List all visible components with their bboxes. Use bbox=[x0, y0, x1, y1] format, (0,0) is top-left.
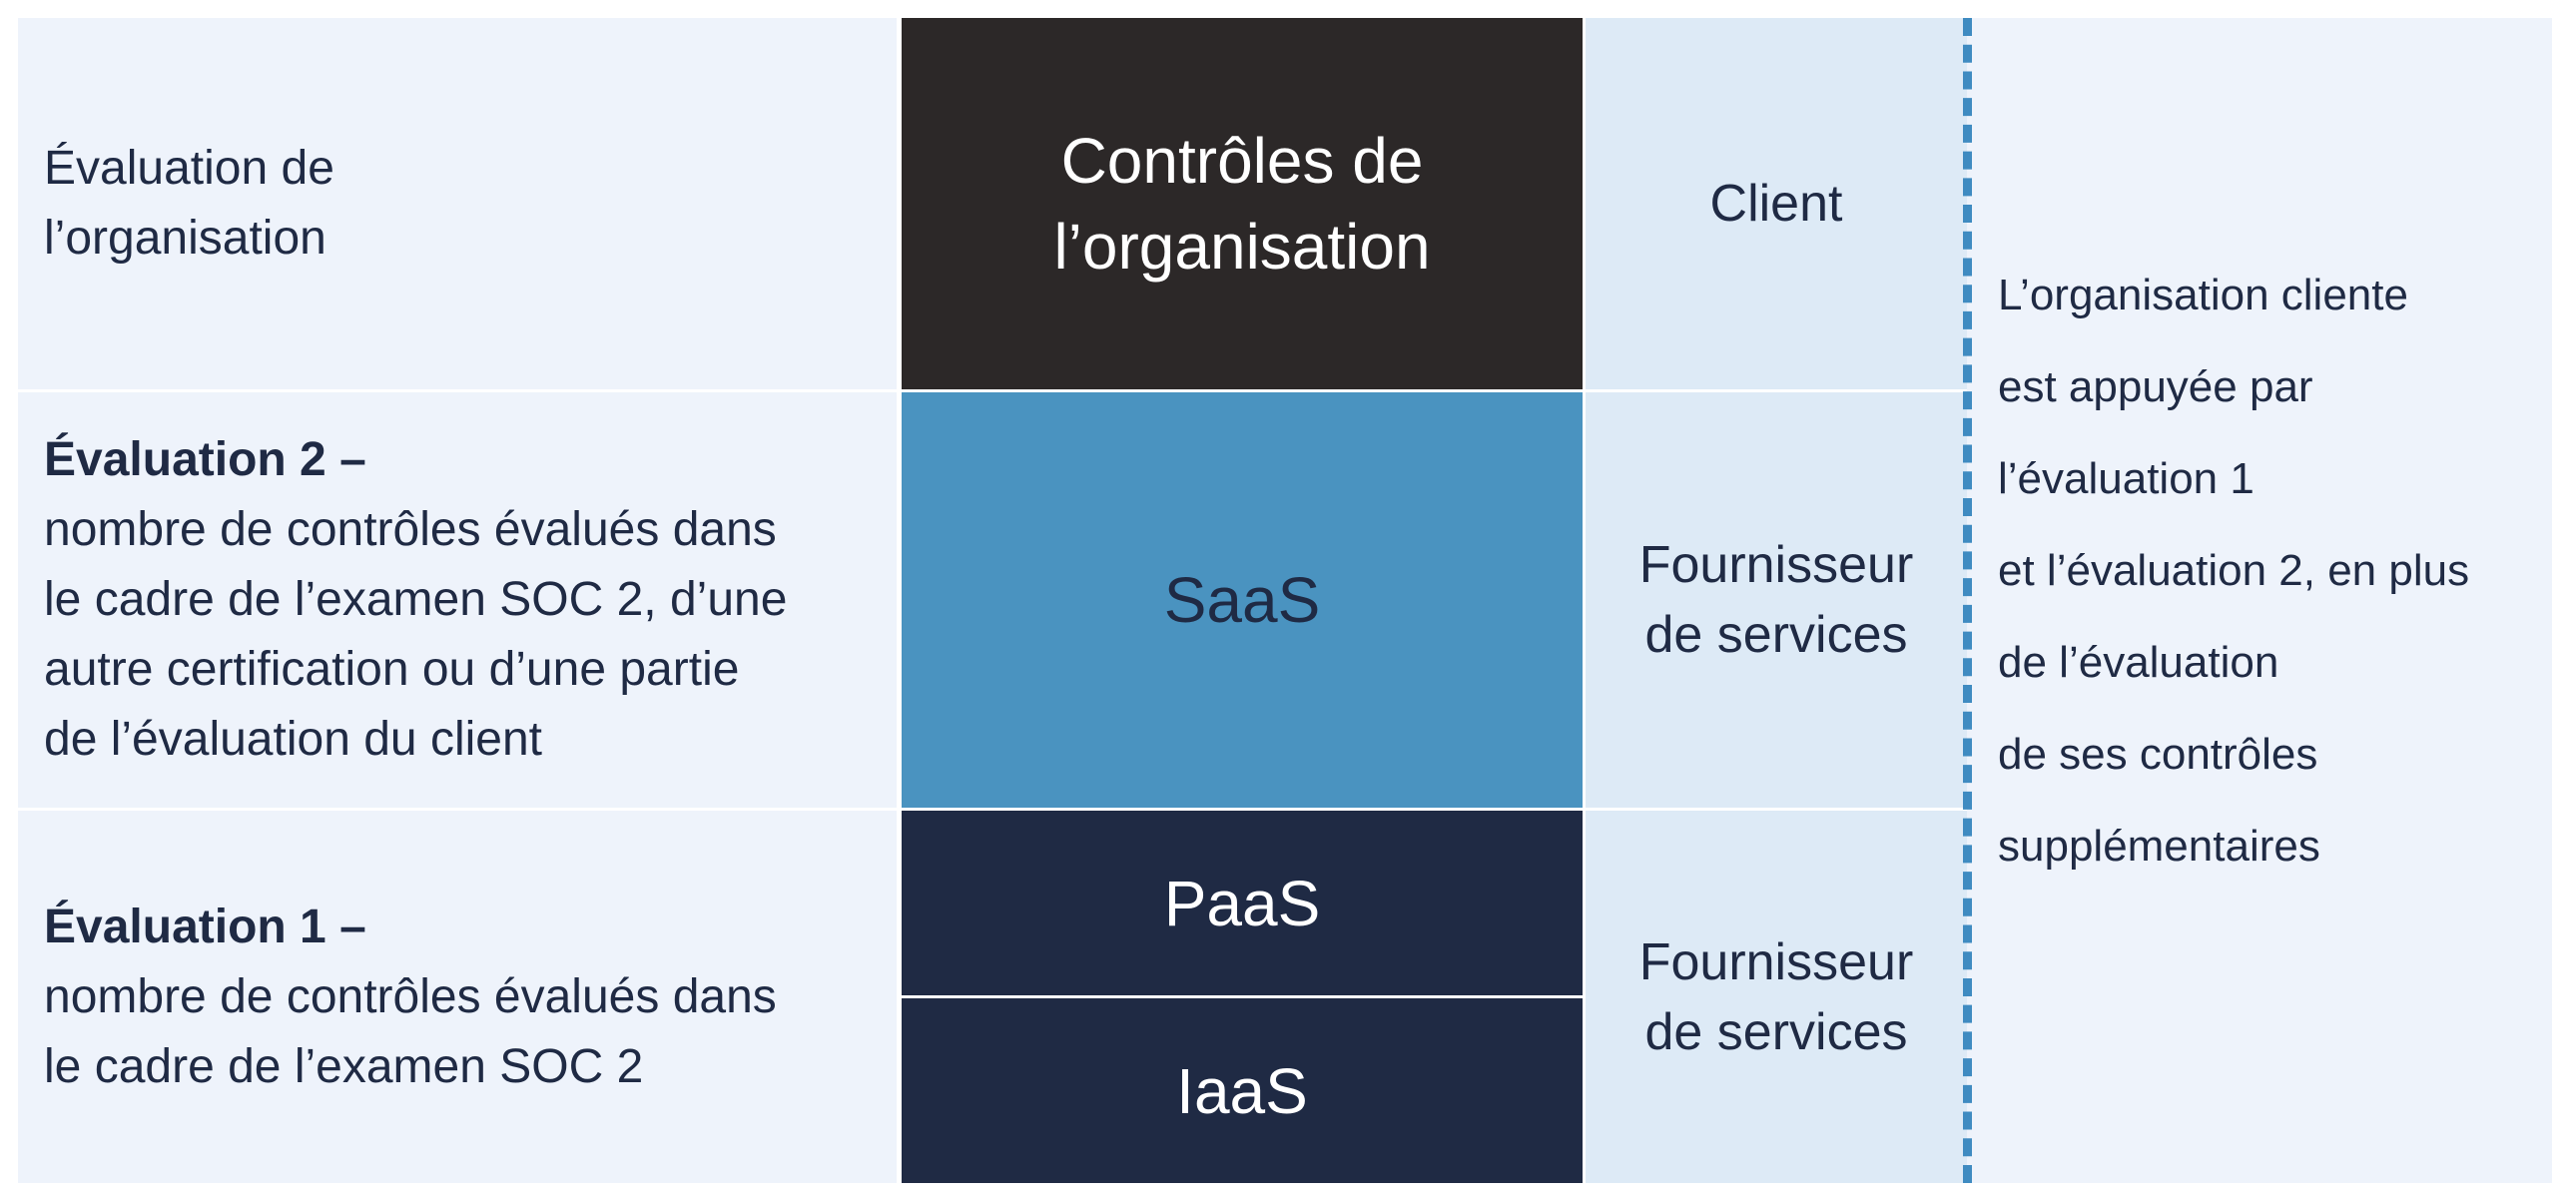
layer-iaas-label: IaaS bbox=[1176, 1054, 1308, 1127]
layer-iaas: IaaS bbox=[902, 998, 1583, 1183]
note-text: L’organisation cliente est appuyée par l… bbox=[1998, 250, 2557, 893]
responsibility-client-label: Client bbox=[1709, 175, 1843, 233]
responsibility-service-provider-infra-label: Fournisseur de services bbox=[1638, 932, 1914, 1061]
responsibility-service-provider-infra: Fournisseur de services bbox=[1586, 811, 1967, 1183]
note-line: de l’évaluation bbox=[1998, 638, 2279, 687]
row-evaluation-1-text: nombre de contrôles évalués dans le cadr… bbox=[44, 969, 777, 1093]
row-evaluation-1-title: Évaluation 1 – bbox=[44, 900, 366, 953]
layer-paas-label: PaaS bbox=[1163, 867, 1321, 939]
responsibility-service-provider-saas: Fournisseur de services bbox=[1586, 392, 1967, 808]
dashed-divider bbox=[1963, 18, 1972, 1183]
responsibility-service-provider-saas-label: Fournisseur de services bbox=[1638, 536, 1914, 664]
row-evaluation-2-title: Évaluation 2 – bbox=[44, 433, 366, 486]
layer-organisation-controls: Contrôles de l’organisation bbox=[902, 18, 1583, 389]
layer-organisation-controls-label: Contrôles de l’organisation bbox=[1053, 125, 1431, 283]
row-evaluation-1-description: Évaluation 1 – nombre de contrôles évalu… bbox=[18, 811, 897, 1183]
layer-saas: SaaS bbox=[902, 392, 1583, 808]
row-evaluation-2-text: nombre de contrôles évalués dans le cadr… bbox=[44, 503, 788, 766]
responsibility-client: Client bbox=[1586, 18, 1967, 389]
row-evaluation-2-description: Évaluation 2 – nombre de contrôles évalu… bbox=[18, 392, 897, 808]
row-organisation-description: Évaluation de l’organisation bbox=[18, 18, 897, 389]
row-organisation-text: Évaluation de l’organisation bbox=[44, 142, 334, 265]
layer-saas-label: SaaS bbox=[1163, 564, 1321, 636]
layer-paas: PaaS bbox=[902, 811, 1583, 995]
note-line: de ses contrôles bbox=[1998, 730, 2318, 779]
note-line: supplémentaires bbox=[1998, 822, 2320, 871]
note-panel bbox=[1967, 18, 2552, 1183]
note-line: l’évaluation 1 bbox=[1998, 454, 2254, 503]
note-line: et l’évaluation 2, en plus bbox=[1998, 546, 2470, 595]
note-line: L’organisation cliente bbox=[1998, 271, 2408, 319]
note-line: est appuyée par bbox=[1998, 362, 2313, 411]
